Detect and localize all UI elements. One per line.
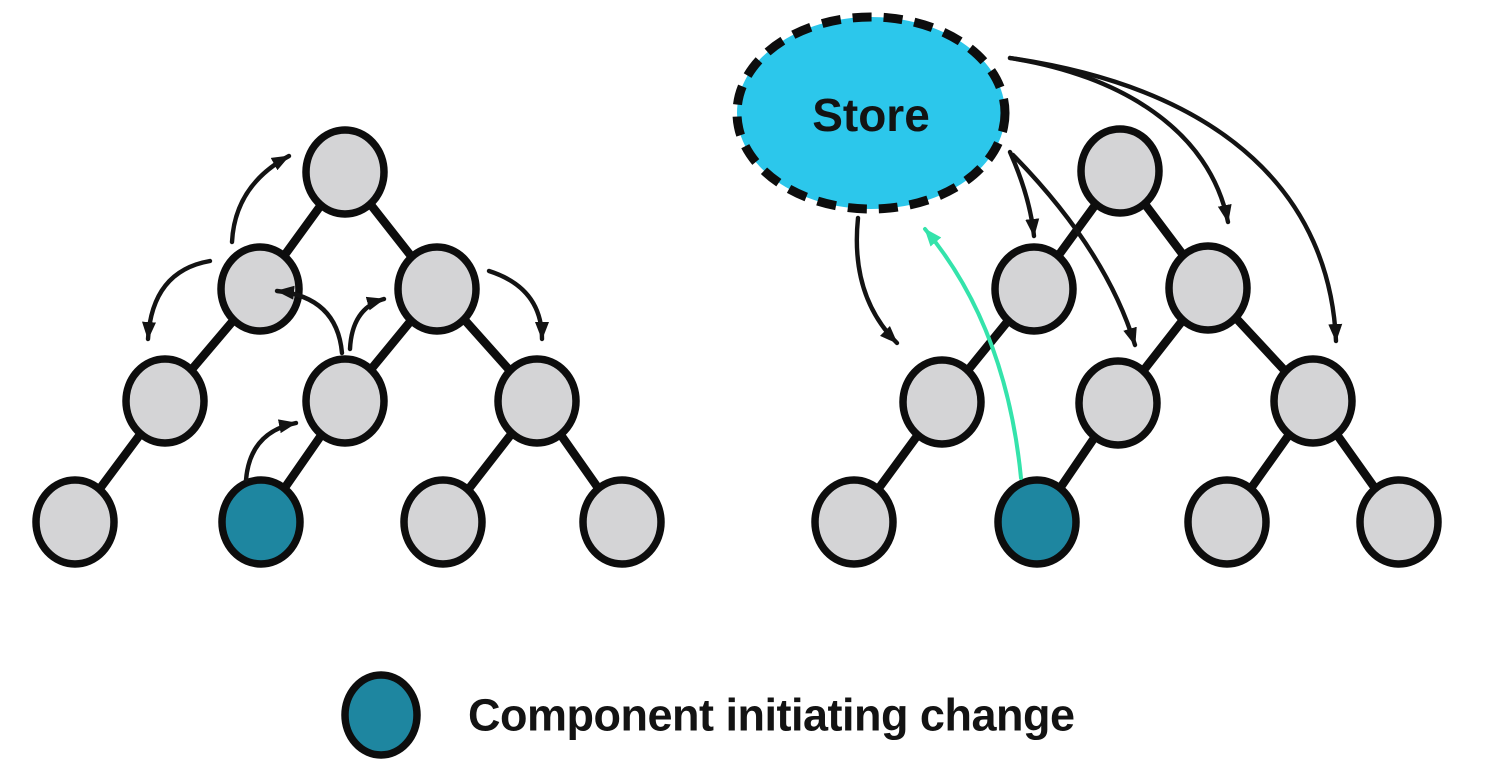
- left-tree-node-n4c: [400, 476, 486, 568]
- arrow-leaf-to-parent: [243, 419, 299, 483]
- arrow-mid-to-level2-right: [347, 296, 387, 352]
- left-tree-node-root: [302, 126, 388, 218]
- right-tree-edges: [849, 166, 1404, 527]
- right-tree-node-n4d: [1356, 476, 1442, 568]
- left-tree-node-n4a: [32, 476, 118, 568]
- right-tree-node-n2b: [1165, 242, 1251, 334]
- left-tree-node-n2b: [394, 243, 480, 335]
- left-tree-node-n4b-initiating: [218, 476, 304, 568]
- arrow-component-to-store: [923, 227, 1023, 480]
- arrow-store-to-l3-left: [854, 215, 900, 346]
- arrow-store-to-l3-mid: [1010, 152, 1138, 348]
- right-tree-node-n3b: [1075, 357, 1161, 449]
- right-tree-node-n3a: [899, 356, 985, 448]
- left-tree-node-n2a: [217, 243, 303, 335]
- arrow-level2-down-right: [486, 268, 549, 342]
- right-tree-node-n3c: [1270, 355, 1356, 447]
- left-tree-node-n3a: [122, 355, 208, 447]
- left-tree-node-n3c: [494, 355, 580, 447]
- right-tree-node-n4b-initiating: [994, 476, 1080, 568]
- flow-arrows: [142, 55, 1343, 483]
- right-tree-node-n2a: [991, 243, 1077, 335]
- left-tree-nodes: [32, 126, 665, 568]
- store-ellipse: [732, 12, 1010, 214]
- right-tree-node-n4a: [811, 476, 897, 568]
- left-tree-node-n4d: [579, 476, 665, 568]
- right-tree-node-root: [1077, 125, 1163, 217]
- arrow-mid-to-level2-left: [274, 285, 345, 356]
- legend-swatch: [341, 671, 421, 759]
- legend-label: Component initiating change: [468, 690, 1074, 741]
- right-tree-nodes: [811, 125, 1442, 568]
- arrow-level2-to-root: [229, 153, 292, 245]
- arrow-store-to-l3-right: [1007, 55, 1343, 344]
- store-label: Store: [812, 89, 930, 141]
- right-tree-node-n4c: [1184, 476, 1270, 568]
- arrow-store-to-l2-left: [1007, 149, 1040, 239]
- left-tree-node-n3b: [302, 355, 388, 447]
- arrow-level2-down-left: [142, 258, 213, 342]
